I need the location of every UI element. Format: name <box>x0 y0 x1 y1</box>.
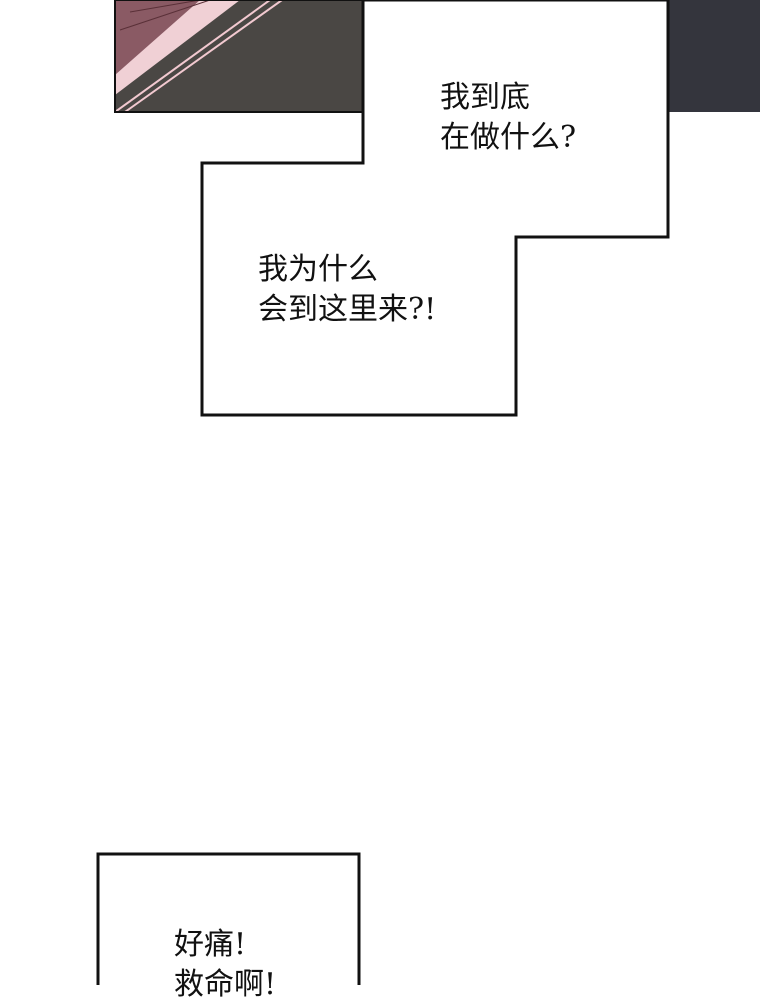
caption-line: 我为什么 <box>258 252 378 287</box>
caption-box-3-border <box>96 852 361 985</box>
caption-line: 我到底 <box>440 80 530 115</box>
caption-line: 会到这里来?! <box>258 292 437 327</box>
image-panel-left <box>115 0 363 112</box>
caption-box-1-border <box>200 0 670 417</box>
caption-line: 救命啊! <box>174 967 277 1002</box>
caption-line: 在做什么? <box>440 120 577 155</box>
caption-text-3: 好痛! 救命啊! <box>174 925 276 1005</box>
caption-text-2: 我为什么会到这里来?! <box>258 250 436 330</box>
image-panel-right <box>668 0 760 112</box>
caption-text-1: 我到底在做什么? <box>440 78 576 158</box>
caption-line: 好痛! <box>174 927 247 962</box>
